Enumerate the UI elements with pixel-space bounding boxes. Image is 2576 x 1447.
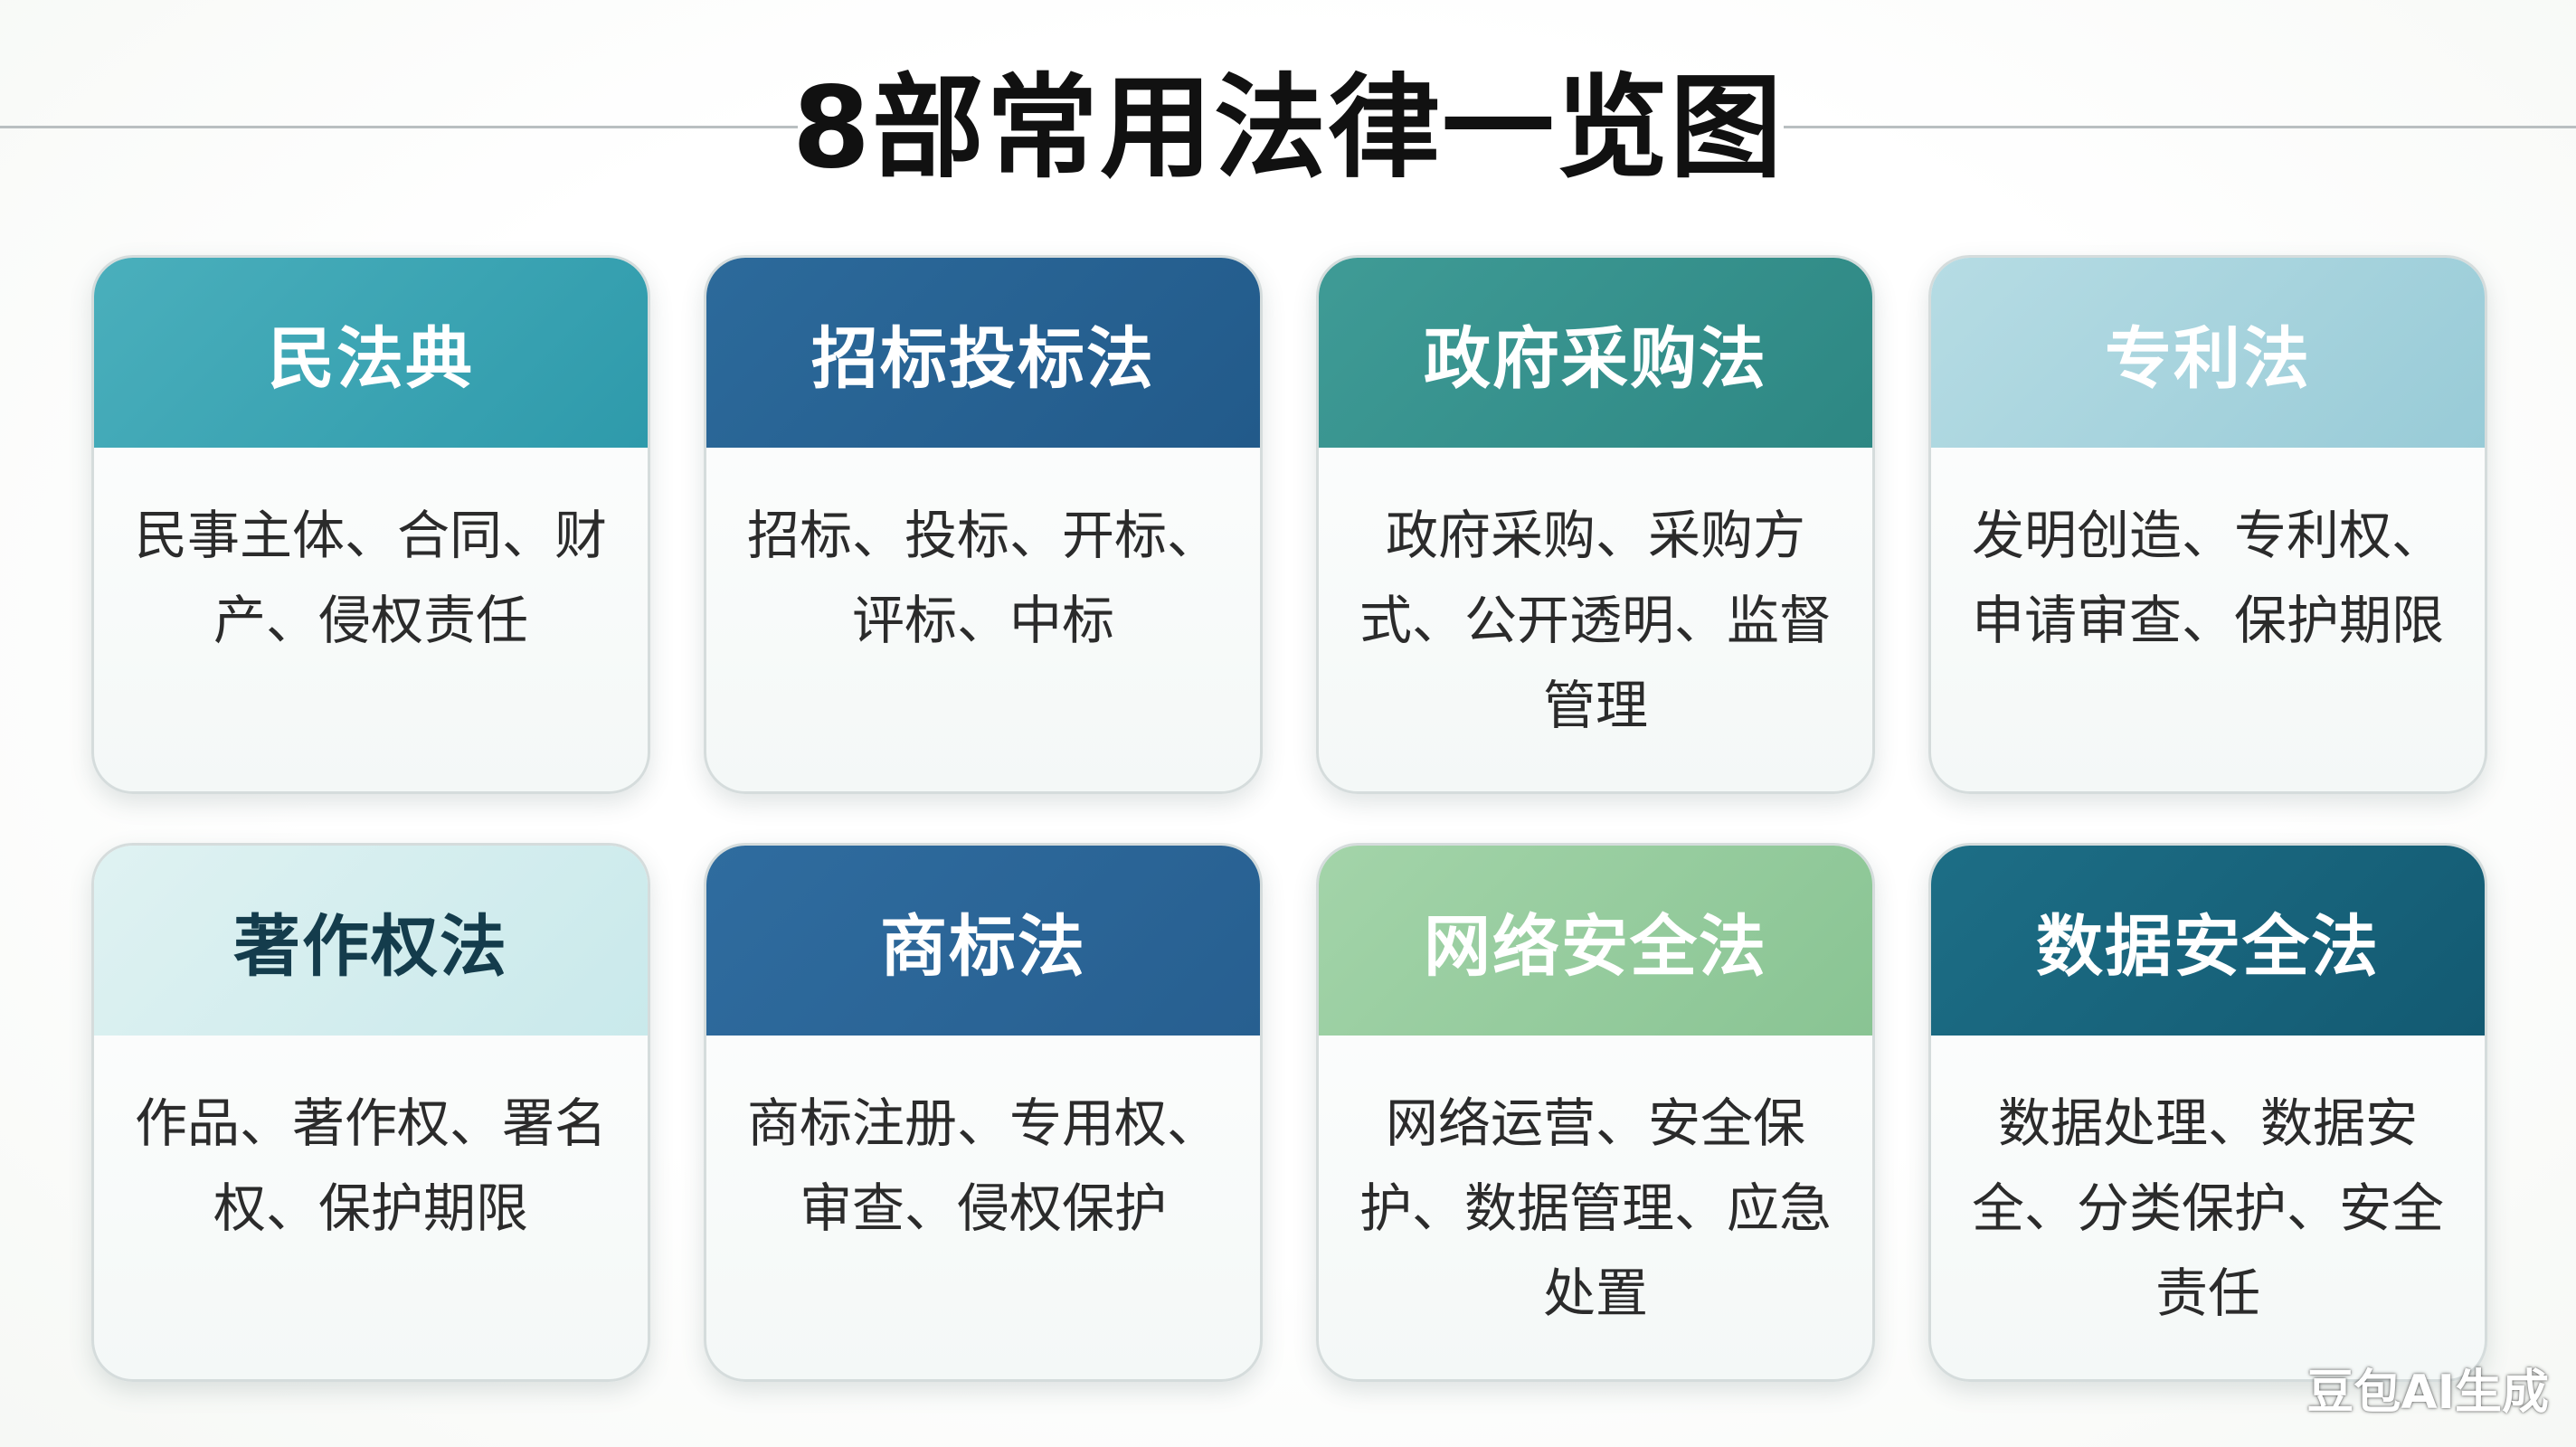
card-description: 发明创造、专利权、申请审查、保护期限 <box>1971 505 2444 651</box>
card-header: 招标投标法 <box>706 258 1260 448</box>
card-description: 数据处理、数据安全、分类保护、安全责任 <box>1971 1092 2444 1324</box>
card-description: 网络运营、安全保护、数据管理、应急处置 <box>1359 1092 1832 1324</box>
title-rule-left <box>0 126 798 128</box>
title-rule-right <box>1784 126 2576 128</box>
card-header: 商标法 <box>706 846 1260 1036</box>
card-cybersecurity-law: 网络安全法 网络运营、安全保护、数据管理、应急处置 <box>1316 843 1875 1382</box>
card-patent-law: 专利法 发明创造、专利权、申请审查、保护期限 <box>1928 255 2487 794</box>
card-description: 招标、投标、开标、评标、中标 <box>746 505 1219 651</box>
card-description: 民事主体、合同、财产、侵权责任 <box>134 505 607 651</box>
card-civil-code: 民法典 民事主体、合同、财产、侵权责任 <box>91 255 650 794</box>
card-header: 政府采购法 <box>1319 258 1872 448</box>
card-description: 作品、著作权、署名权、保护期限 <box>134 1092 607 1239</box>
card-header: 著作权法 <box>94 846 648 1036</box>
card-copyright-law: 著作权法 作品、著作权、署名权、保护期限 <box>91 843 650 1382</box>
card-data-security-law: 数据安全法 数据处理、数据安全、分类保护、安全责任 <box>1928 843 2487 1382</box>
card-bidding-law: 招标投标法 招标、投标、开标、评标、中标 <box>704 255 1263 794</box>
card-government-procurement-law: 政府采购法 政府采购、采购方式、公开透明、监督管理 <box>1316 255 1875 794</box>
card-header: 数据安全法 <box>1931 846 2485 1036</box>
watermark: 豆包AI生成 <box>2306 1366 2549 1420</box>
card-description: 政府采购、采购方式、公开透明、监督管理 <box>1359 505 1832 736</box>
card-description: 商标注册、专用权、审查、侵权保护 <box>746 1092 1219 1239</box>
card-header: 民法典 <box>94 258 648 448</box>
card-trademark-law: 商标法 商标注册、专用权、审查、侵权保护 <box>704 843 1263 1382</box>
card-header: 网络安全法 <box>1319 846 1872 1036</box>
card-header: 专利法 <box>1931 258 2485 448</box>
page-title: 8部常用法律一览图 <box>791 63 1785 194</box>
